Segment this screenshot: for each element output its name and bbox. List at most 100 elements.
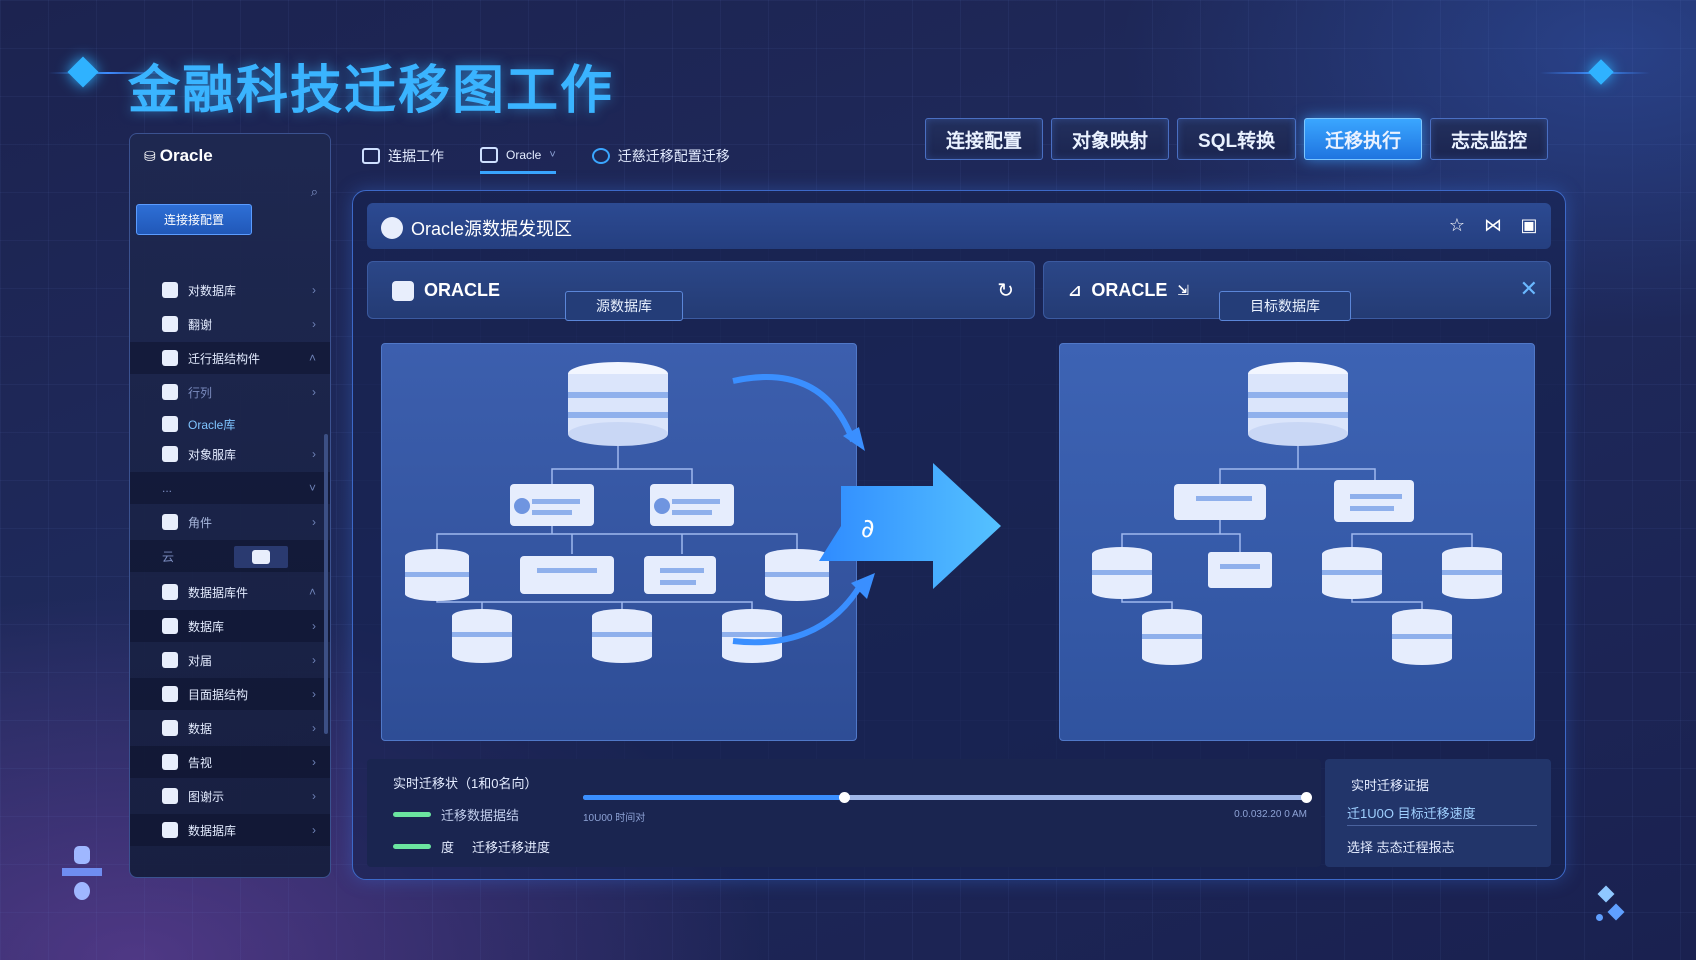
sidebar-item-label: 数据据库: [188, 823, 237, 838]
progress-row-1-label: 迁移数据据结: [441, 808, 520, 823]
progress-left-value: 10U00 时间对: [583, 813, 646, 824]
sidebar-item-label: Oracle库: [188, 417, 236, 432]
nav-object-mapping[interactable]: 对象映射: [1051, 118, 1170, 160]
target-db-tag: 目标数据库: [1219, 291, 1351, 321]
chevron-right-icon: ›: [312, 789, 316, 803]
database-icon: [568, 362, 668, 446]
chevron-right-icon: ›: [312, 755, 316, 769]
sidebar-item[interactable]: 告视›: [130, 746, 330, 778]
sidebar-item[interactable]: Oracle库: [130, 408, 330, 440]
building-icon: [162, 514, 178, 530]
panel-title-text: Oracle源数据发现区: [411, 219, 573, 239]
status-bar-icon: [393, 812, 431, 817]
nav-migration-exec[interactable]: 迁移执行: [1304, 118, 1423, 160]
source-diagram: [381, 343, 857, 741]
side-title: 实时迁移证据: [1351, 778, 1430, 793]
archive-icon: [162, 720, 178, 736]
sub-tabs: 连据工作 Oracle ˅ 迁慈迁移配置迁移: [362, 146, 730, 174]
sidebar-item[interactable]: 迁行据结构件 ˄: [130, 342, 330, 374]
network-icon: [162, 446, 178, 462]
sidebar-item[interactable]: 数据›: [130, 712, 330, 744]
sidebar-item[interactable]: 数据据库件˄: [130, 576, 330, 608]
sidebar-item[interactable]: 对象服库›: [130, 438, 330, 470]
sidebar-item[interactable]: 翻谢›: [130, 308, 330, 340]
progress-row-2-label: 迁移迁移进度: [472, 840, 551, 855]
sidebar-item[interactable]: 目面据结构›: [130, 678, 330, 710]
link-icon: ⇲: [1177, 282, 1190, 298]
sidebar: ⛁ Oracle ⌕ 连接接配置 对数据库› 翻谢› 迁行据结构件˄ 行列› O…: [129, 133, 331, 878]
target-tree-svg: [1092, 362, 1502, 665]
source-db-name: ORACLE: [392, 280, 500, 301]
sidebar-item[interactable]: 对届›: [130, 644, 330, 676]
nav-sql-convert[interactable]: SQL转换: [1177, 118, 1297, 160]
sidebar-scrollbar[interactable]: [324, 434, 328, 734]
sidebar-item[interactable]: ...˅: [130, 472, 330, 504]
clipboard-icon: [162, 754, 178, 770]
sidebar-item[interactable]: 行列›: [130, 376, 330, 408]
target-db-name-text: ORACLE: [1091, 280, 1168, 300]
chevron-right-icon: ›: [312, 447, 316, 461]
progress-end-knob[interactable]: [1301, 792, 1312, 803]
sidebar-logo-text: Oracle: [159, 146, 213, 165]
oracle-icon: [381, 217, 403, 239]
nav-log-monitor[interactable]: 志志监控: [1430, 118, 1549, 160]
search-icon[interactable]: ⌕: [310, 184, 318, 199]
user-icon: [162, 652, 178, 668]
source-db-name-text: ORACLE: [424, 280, 500, 300]
panel-header: Oracle源数据发现区 ☆ ⋈ ▣: [367, 203, 1551, 249]
star-icon[interactable]: ☆: [1448, 215, 1466, 235]
database-icon: [162, 686, 178, 702]
chevron-down-icon: ˅: [308, 481, 316, 495]
database-icon: [162, 316, 178, 332]
chevron-down-icon: ˅: [549, 148, 556, 161]
main-panel: Oracle源数据发现区 ☆ ⋈ ▣ ORACLE ↻ 源数据库 ⊿ ORACL…: [352, 190, 1566, 880]
close-icon[interactable]: ✕: [1519, 276, 1538, 301]
connect-config-button[interactable]: 连接接配置: [136, 204, 252, 235]
stack-icon: [162, 416, 178, 432]
nav-connect-config[interactable]: 连接配置: [925, 118, 1044, 160]
briefcase-icon: [480, 146, 498, 163]
chevron-right-icon: ›: [312, 823, 316, 837]
sidebar-item-label: 数据库: [188, 619, 225, 634]
progress-track[interactable]: [583, 792, 1312, 803]
cloud-icon: [234, 546, 288, 568]
sidebar-item-label: 云: [162, 549, 175, 564]
chart-icon: ⊿: [1068, 282, 1082, 300]
chevron-right-icon: ›: [312, 515, 316, 529]
database-icon: [162, 822, 178, 838]
source-db-bar: ORACLE ↻: [367, 261, 1035, 319]
sidebar-item[interactable]: 图谢示›: [130, 780, 330, 812]
panel-title: Oracle源数据发现区: [381, 215, 572, 241]
sidebar-item[interactable]: 对数据库›: [130, 274, 330, 306]
side-line-1: 迁1U0O 目标迁移速度: [1347, 806, 1476, 821]
side-line-2: 选择 志态迁程报志: [1347, 840, 1455, 855]
tab-label: 连据工作: [388, 148, 444, 164]
tab-oracle[interactable]: Oracle ˅: [480, 146, 556, 174]
refresh-icon[interactable]: ↻: [997, 280, 1014, 302]
migration-arrow: ∂: [732, 374, 1001, 646]
progress-row-1: 迁移数据据结: [393, 805, 519, 824]
title-decoration: [48, 72, 168, 74]
save-icon[interactable]: ▣: [1520, 215, 1538, 235]
tab-data-work[interactable]: 连据工作: [362, 146, 444, 174]
share-icon[interactable]: ⋈: [1484, 215, 1502, 235]
chevron-right-icon: ›: [312, 653, 316, 667]
sidebar-item-label: 数据: [188, 721, 213, 736]
sidebar-item[interactable]: 角件›: [130, 506, 330, 538]
users-icon: [162, 384, 178, 400]
tab-label: Oracle: [506, 147, 542, 162]
tab-label: 迁慈迁移配置迁移: [617, 148, 730, 164]
chevron-up-icon: ˄: [308, 585, 316, 599]
database-icon: [162, 584, 178, 600]
chevron-up-icon: ˄: [308, 351, 316, 365]
node-icon: [1596, 885, 1625, 924]
sidebar-item-label: 迁行据结构件: [188, 351, 261, 366]
app-title: 金融科技迁移图工作: [128, 62, 615, 120]
progress-knob[interactable]: [839, 792, 851, 803]
top-nav: 连接配置 对象映射 SQL转换 迁移执行 志志监控: [925, 118, 1549, 160]
sidebar-item[interactable]: 云: [130, 540, 330, 572]
sidebar-item[interactable]: 数据库›: [130, 610, 330, 642]
sidebar-item-label: 翻谢: [188, 317, 213, 332]
sidebar-item[interactable]: 数据据库 ›: [130, 814, 330, 846]
tab-migration-config[interactable]: 迁慈迁移配置迁移: [591, 146, 730, 174]
